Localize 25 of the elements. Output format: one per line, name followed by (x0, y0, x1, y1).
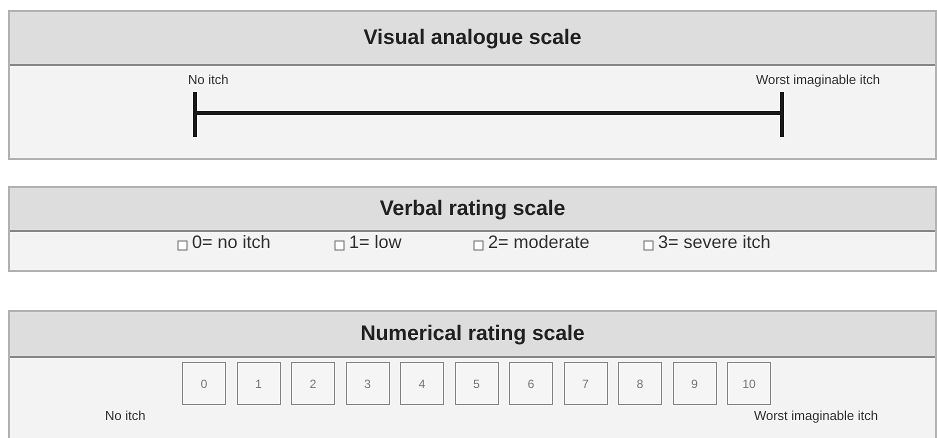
number-box: 7 (564, 362, 608, 405)
scale-title: Numerical rating scale (360, 322, 585, 346)
number-box: 10 (727, 362, 771, 405)
scale-panel (8, 310, 937, 438)
scale-anchor-text: No itch (188, 72, 228, 87)
scale-panel (8, 10, 937, 160)
number-box: 1 (236, 362, 280, 405)
scale-panel (8, 186, 937, 272)
number-box: 8 (618, 362, 662, 405)
number-box: 0 (182, 362, 226, 405)
scale-anchor-text: Worst imaginable itch (754, 408, 878, 423)
scale-title: Visual analogue scale (364, 26, 582, 50)
number-box: 5 (454, 362, 498, 405)
option-text: 0= no itch (192, 232, 271, 253)
number-box: 4 (400, 362, 444, 405)
number-box: 6 (509, 362, 553, 405)
option-text: 1= low (349, 232, 402, 253)
number-box: 3 (346, 362, 390, 405)
scale-title: Verbal rating scale (380, 197, 566, 221)
option-text: 3= severe itch (658, 232, 771, 253)
number-box: 2 (291, 362, 335, 405)
scale-anchor-text: Worst imaginable itch (756, 72, 880, 87)
number-box: 9 (672, 362, 716, 405)
scale-anchor-text: No itch (105, 408, 146, 423)
option-text: 2= moderate (488, 232, 590, 253)
